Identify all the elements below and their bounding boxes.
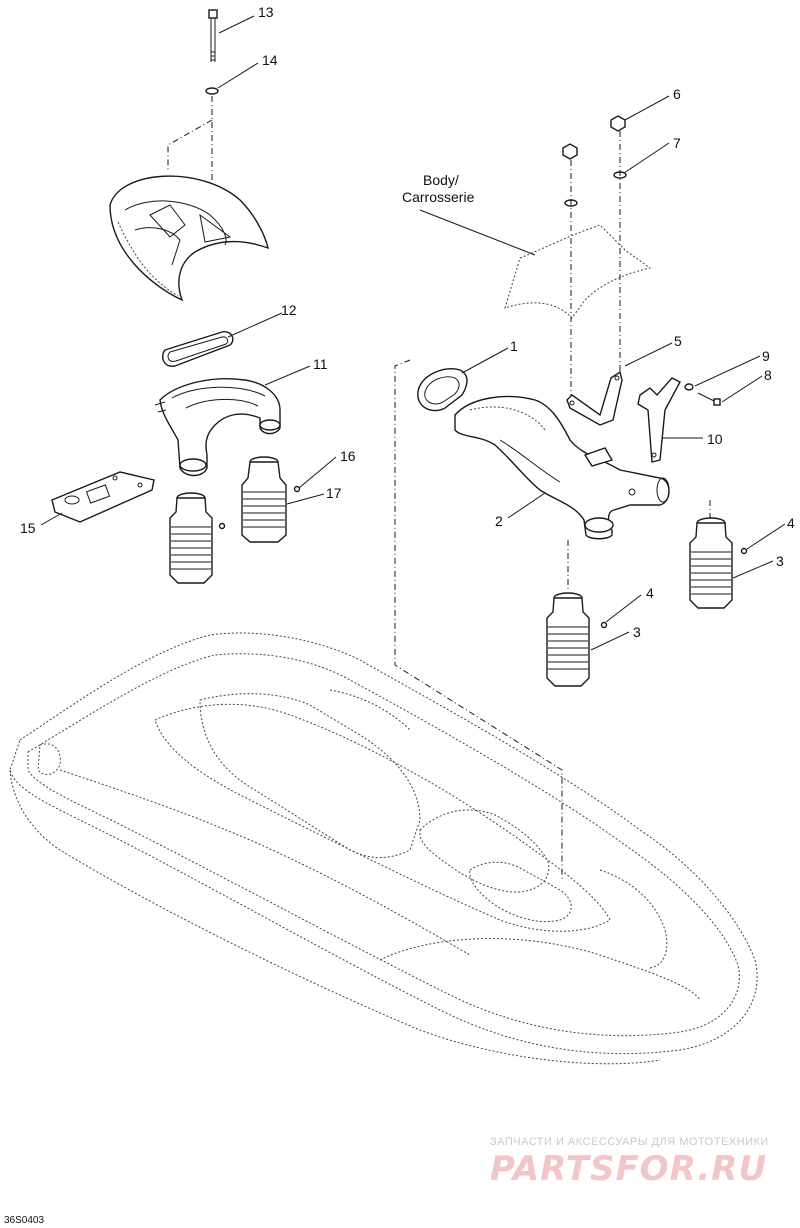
callout-15: 15 [20,520,36,536]
callout-11: 11 [313,356,328,372]
nut-6b [610,115,626,132]
screw-8 [697,392,721,406]
clamp-4a [740,547,748,555]
callout-2: 2 [495,513,503,529]
exhaust-cover [109,175,269,302]
callout-10: 10 [707,431,723,447]
axis-line [167,119,213,172]
watercraft-hull [9,632,758,1065]
bellows-left-upper [241,456,287,543]
plate-15 [51,471,155,523]
callout-17: 17 [326,485,342,501]
bolt-13 [208,9,218,62]
clamp-17 [218,522,226,530]
muffler-elbow-11 [154,378,281,477]
bracket-5 [566,370,623,426]
exhaust-pipe-2 [454,395,670,540]
watermark-logo: PARTSFOR.RU [490,1149,767,1189]
callout-3a: 3 [776,553,784,569]
callout-3b: 3 [633,624,641,640]
bellows-right-upper [689,517,733,609]
nut-6a [562,143,578,160]
bellows-right-lower [546,592,590,687]
clamp-4b [600,621,608,629]
clamp-16 [293,485,301,493]
callout-6: 6 [673,86,681,102]
washer-9 [684,383,694,391]
callout-14: 14 [262,52,278,68]
callout-9: 9 [762,348,770,364]
callout-1: 1 [510,338,518,354]
drawing-code: 36S0403 [4,1215,44,1226]
callout-4b: 4 [646,585,654,601]
body-label-line2: Carrosserie [402,189,475,205]
callout-7: 7 [673,135,681,151]
body-label-line1: Body/ [423,172,459,188]
callout-16: 16 [340,448,356,464]
watermark-tagline: ЗАПЧАСТИ И АКСЕССУАРЫ ДЛЯ МОТОТЕХНИКИ [490,1136,769,1148]
callout-13: 13 [258,4,274,20]
callout-8: 8 [764,367,772,383]
callout-12: 12 [281,302,297,318]
leader-lines [40,15,786,651]
bellows-left-lower [169,492,213,584]
body-panel [504,224,652,319]
callout-4a: 4 [787,515,795,531]
washer-14 [205,87,219,95]
gasket-1 [417,368,468,412]
gasket-12 [162,331,234,367]
callout-5: 5 [674,333,682,349]
support-10 [637,377,681,463]
assembly-line [394,359,563,880]
